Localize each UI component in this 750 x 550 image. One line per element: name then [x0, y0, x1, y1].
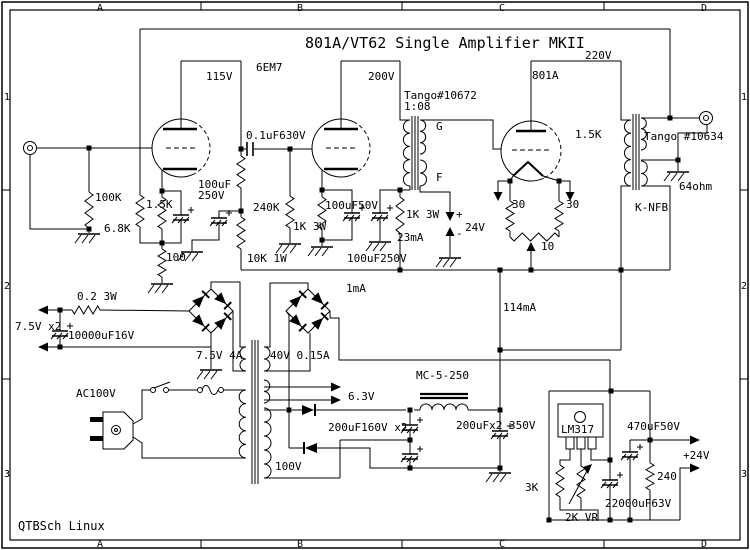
ac-plug-icon — [90, 411, 134, 450]
label-22000uf63v: 22000uF63V — [605, 497, 672, 510]
label-100uf-1: 100uF — [198, 178, 231, 191]
label-100k: 100K — [95, 191, 122, 204]
output-transformer — [623, 114, 648, 190]
bridge-rectifier-1 — [188, 288, 234, 334]
label-ac100v: AC100V — [76, 387, 116, 400]
label-30-left: 30 — [512, 198, 525, 211]
label-64ohm: 64ohm — [679, 180, 712, 193]
col-d-top: D — [701, 3, 707, 14]
col-a-top: A — [97, 3, 103, 14]
label-6-8k: 6.8K — [104, 222, 131, 235]
label-100: 100 — [166, 251, 186, 264]
label-470uf50v: 470uF50V — [627, 420, 680, 433]
input-jack-icon — [23, 141, 37, 155]
label-250v-1: 250V — [198, 189, 225, 202]
label-3k: 3K — [525, 481, 539, 494]
label-k-nfb: K-NFB — [635, 201, 668, 214]
col-c-bottom: C — [499, 539, 505, 550]
row-3-left: 3 — [4, 469, 10, 480]
tube-801a — [500, 120, 562, 182]
labels: 801A/VT62 Single Amplifier MKII QTBSch Li… — [4, 3, 747, 550]
components — [23, 111, 713, 523]
label-100v-winding: 100V — [275, 460, 302, 473]
label-801a: 801A — [532, 69, 559, 82]
title: 801A/VT62 Single Amplifier MKII — [305, 34, 585, 52]
row-2-left: 2 — [4, 281, 10, 292]
col-c-top: C — [499, 3, 505, 14]
col-b-bottom: B — [297, 539, 303, 550]
label-1k-3w-a: 1K 3W — [293, 220, 326, 233]
label-minus-24v: - — [456, 227, 463, 240]
row-1-right: 1 — [741, 92, 747, 103]
label-6-3v: 6.3V — [348, 390, 375, 403]
col-b-top: B — [297, 3, 303, 14]
label-200uf160v-x2: 200uF160V x2 — [328, 421, 407, 434]
power-transformer — [238, 340, 272, 484]
label-tango-10634: Tango #10634 — [644, 130, 724, 143]
tube-6em7-section1 — [151, 118, 211, 178]
choke-mc-5-250 — [419, 403, 469, 411]
label-plus-24v: + — [456, 208, 463, 221]
label-1-5k: 1.5K — [146, 198, 173, 211]
label-100uf250v: 100uF250V — [347, 252, 407, 265]
label-ratio: 1:08 — [404, 100, 431, 113]
bridge-rectifier-2 — [285, 288, 331, 334]
label-lm317: LM317 — [561, 423, 594, 436]
label-2k-vr: 2K VR — [565, 511, 598, 524]
label-24v: 24V — [465, 221, 485, 234]
label-6em7: 6EM7 — [256, 61, 283, 74]
speaker-jack-icon — [699, 111, 713, 125]
label-240: 240 — [657, 470, 677, 483]
label-10k-1w: 10K 1W — [247, 252, 287, 265]
label-1ma: 1mA — [346, 282, 366, 295]
label-240k: 240K — [253, 201, 280, 214]
label-f: F — [436, 171, 443, 184]
lm317-regulator — [557, 403, 604, 450]
col-a-bottom: A — [97, 539, 103, 550]
interstage-transformer — [402, 116, 427, 190]
row-1-left: 1 — [4, 92, 10, 103]
label-220v: 220V — [585, 49, 612, 62]
label-plus24v-out: +24V — [683, 449, 710, 462]
label-200ufx2-350v: 200uFx2 350V — [456, 419, 536, 432]
label-g: G — [436, 120, 443, 133]
label-tango-10672: Tango#10672 — [404, 89, 477, 102]
fuse-icon — [197, 385, 224, 395]
label-100uf50v: 100uF50V — [325, 199, 378, 212]
label-200v: 200V — [368, 70, 395, 83]
row-2-right: 2 — [741, 281, 747, 292]
label-1-5k-out: 1.5K — [575, 128, 602, 141]
label-0-2-3w: 0.2 3W — [77, 290, 117, 303]
label-23ma: 23mA — [397, 231, 424, 244]
wires — [29, 28, 708, 521]
label-40v-0-15a: 40V 0.15A — [270, 349, 330, 362]
tube-6em7-section2 — [311, 118, 371, 178]
label-10: 10 — [541, 240, 554, 253]
label-1k-3w-b: 1K 3W — [406, 208, 439, 221]
row-3-right: 3 — [741, 469, 747, 480]
label-114ma: 114mA — [503, 301, 536, 314]
label-7-5v-x2: 7.5V x2 — [15, 320, 61, 333]
label-10000uf16v: 10000uF16V — [68, 329, 135, 342]
col-d-bottom: D — [701, 539, 707, 550]
label-7-5v-4a: 7.5V 4A — [196, 349, 243, 362]
label-mc-5-250: MC-5-250 — [416, 369, 469, 382]
label-0-1uf630v: 0.1uF630V — [246, 129, 306, 142]
power-switch-icon — [150, 381, 171, 393]
software-name: QTBSch Linux — [18, 519, 105, 533]
label-30-right: 30 — [566, 198, 579, 211]
label-115v: 115V — [206, 70, 233, 83]
